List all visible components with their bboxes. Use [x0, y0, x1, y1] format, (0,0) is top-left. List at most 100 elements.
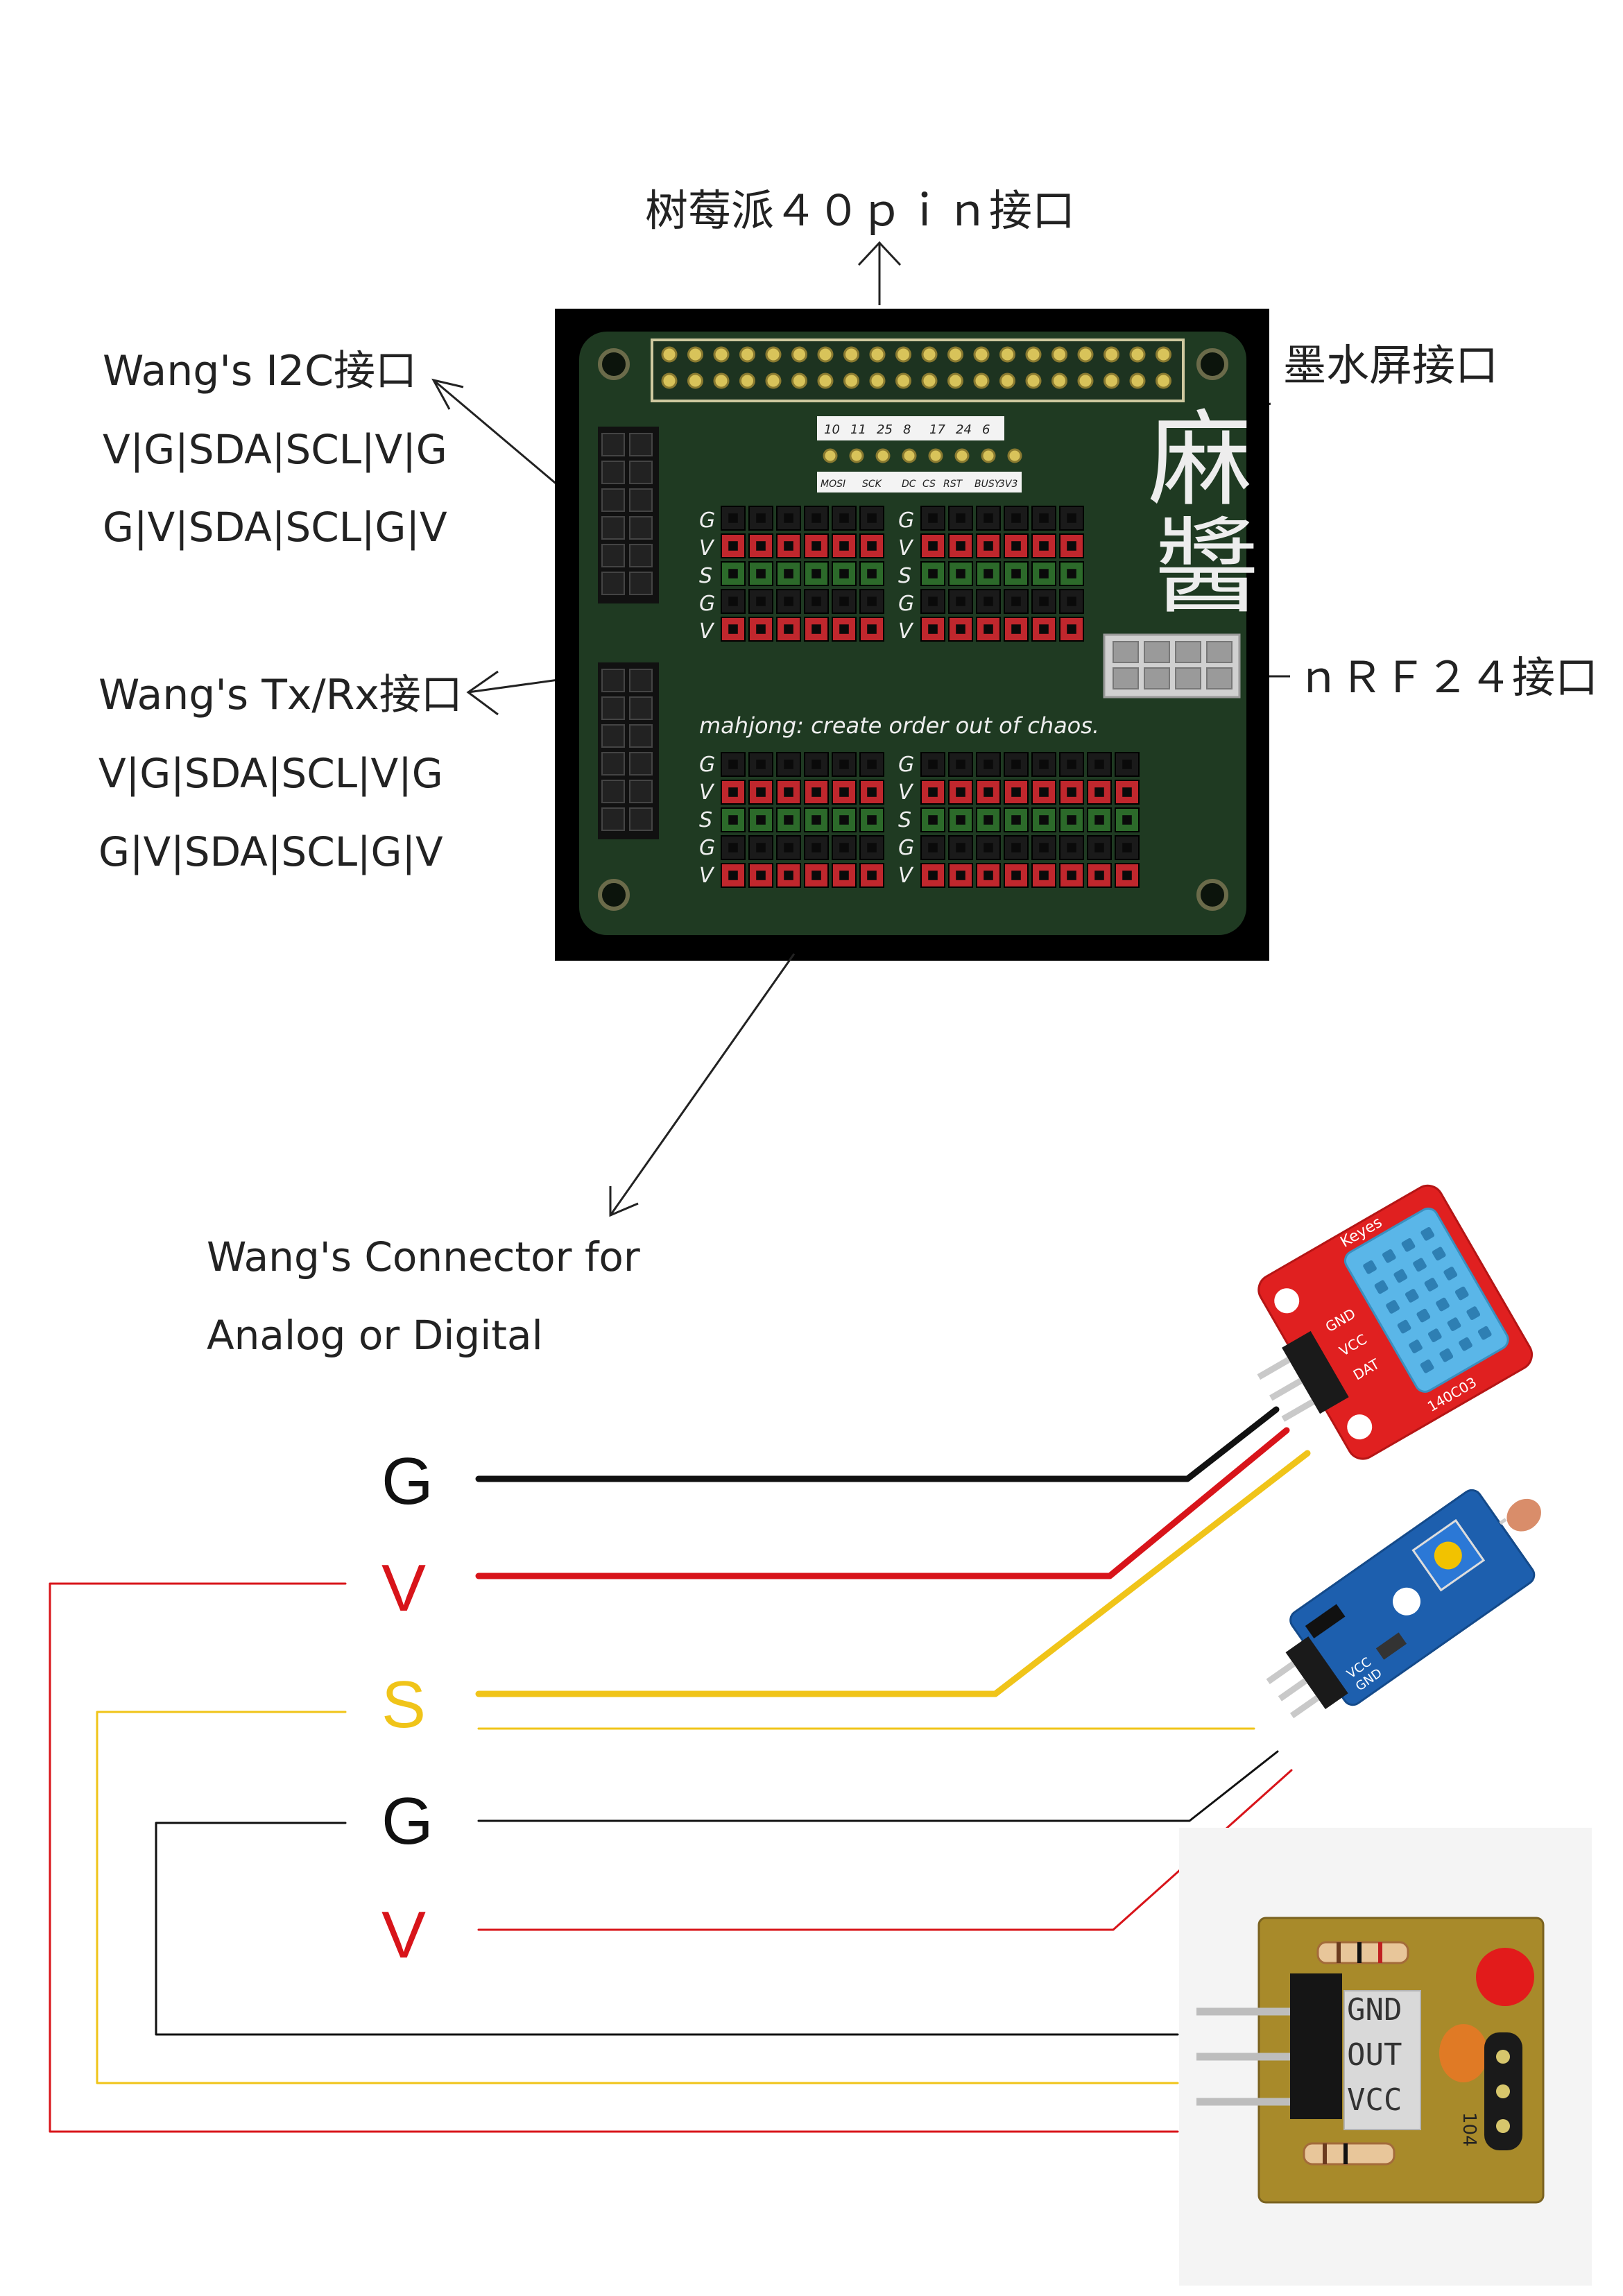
port-hole	[928, 597, 938, 606]
port-hole	[839, 597, 849, 606]
port-hole	[1094, 787, 1104, 797]
port-hole	[839, 815, 849, 825]
header-socket	[601, 516, 625, 540]
port-hole	[812, 541, 821, 551]
laser-pin-gnd: GND	[1347, 1992, 1402, 2028]
port-hole	[867, 513, 877, 523]
i2c-row2: G|V|SDA|SCL|G|V	[103, 504, 447, 551]
port-socket	[1059, 752, 1084, 777]
port-socket	[948, 863, 973, 888]
gpio-pin	[1156, 372, 1171, 389]
dht-sensor-module: Keyes GND VCC DAT 140C03	[1257, 1184, 1534, 1460]
port-socket	[1115, 752, 1140, 777]
gpio-pin	[1129, 372, 1146, 389]
port-hole	[984, 597, 993, 606]
port-socket	[1031, 533, 1056, 558]
port-hole	[728, 541, 738, 551]
gpio-pin	[739, 346, 755, 363]
port-hole	[984, 787, 993, 797]
pin-letter-v2: V	[381, 1898, 426, 1972]
eink-pin-label: BUSY	[974, 479, 1002, 490]
port-side-letter: V	[898, 536, 914, 560]
capacitor	[1439, 2024, 1488, 2082]
gpio-pin	[765, 346, 782, 363]
port-side-letter: V	[898, 864, 914, 888]
port-hole	[1094, 871, 1104, 880]
wire-black-dht	[475, 1406, 1280, 1482]
gpio-pin	[973, 346, 990, 363]
gpio-pin	[843, 372, 859, 389]
port-hole	[928, 541, 938, 551]
pin-letter-v1: V	[381, 1551, 426, 1625]
wire-yellow-laser	[96, 1711, 1179, 2084]
gpio-pin	[739, 372, 755, 389]
port-side-letter: V	[898, 780, 914, 805]
port-side-letter: V	[699, 619, 715, 644]
header-socket	[629, 461, 653, 484]
port-hole	[1067, 787, 1076, 797]
port-hole	[1067, 843, 1076, 853]
dht-grille-hole	[1413, 1258, 1427, 1272]
port-hole	[1011, 843, 1021, 853]
dht-grille-hole	[1409, 1339, 1423, 1353]
port-socket	[920, 835, 945, 860]
resistor	[1303, 2142, 1396, 2166]
dht-grille-hole	[1477, 1326, 1492, 1340]
port-hole	[1067, 815, 1076, 825]
eink-pad	[849, 448, 864, 463]
port-socket	[721, 863, 746, 888]
port-hole	[928, 513, 938, 523]
port-socket	[748, 807, 773, 832]
port-hole	[1039, 597, 1049, 606]
port-hole	[1039, 815, 1049, 825]
gpio-pin	[687, 372, 703, 389]
header-socket	[601, 572, 625, 595]
wires	[49, 1406, 1311, 2133]
port-hole	[756, 569, 766, 579]
port-hole	[1094, 815, 1104, 825]
port-hole	[756, 513, 766, 523]
wire-red-ldr	[477, 1769, 1293, 1931]
eink-pin-label: RST	[943, 479, 963, 490]
eink-pin-label: MOSI	[821, 479, 845, 490]
port-socket	[1031, 752, 1056, 777]
port-hole	[784, 624, 793, 634]
port-hole	[1067, 871, 1076, 880]
port-hole	[1039, 569, 1049, 579]
port-hole	[839, 541, 849, 551]
gpio-pin	[999, 372, 1015, 389]
header-socket	[629, 433, 653, 456]
arrow-left-icon	[431, 378, 559, 487]
dht-grille-hole	[1424, 1278, 1439, 1292]
port-hole	[728, 597, 738, 606]
gpio-pin	[765, 372, 782, 389]
gpio-pin	[1025, 346, 1042, 363]
gpio-pin	[1104, 372, 1119, 389]
port-hole	[728, 569, 738, 579]
gpio-pin	[687, 346, 703, 363]
port-hole	[928, 569, 938, 579]
gpio-pin	[1129, 346, 1146, 363]
ldr-sensor-module: VCC GND	[1266, 1489, 1541, 1719]
dht-grille-hole	[1363, 1260, 1377, 1274]
header-socket	[601, 488, 625, 512]
dht-grille-hole	[1374, 1280, 1389, 1294]
header-socket	[629, 488, 653, 512]
port-hole	[839, 787, 849, 797]
port-hole	[867, 843, 877, 853]
gpio-pin	[817, 372, 834, 389]
port-socket	[976, 561, 1001, 586]
wire-black-laser	[155, 1822, 1179, 2036]
port-socket	[920, 506, 945, 531]
nrf24-socket	[1144, 667, 1170, 689]
port-hole	[867, 597, 877, 606]
port-socket	[748, 780, 773, 805]
port-hole	[1067, 541, 1076, 551]
pin-letter-g1: G	[381, 1444, 433, 1518]
header-socket	[601, 780, 625, 803]
gpio-pin	[1025, 372, 1042, 389]
port-socket	[748, 617, 773, 642]
nrf24-socket	[1175, 667, 1201, 689]
header-socket	[629, 544, 653, 567]
